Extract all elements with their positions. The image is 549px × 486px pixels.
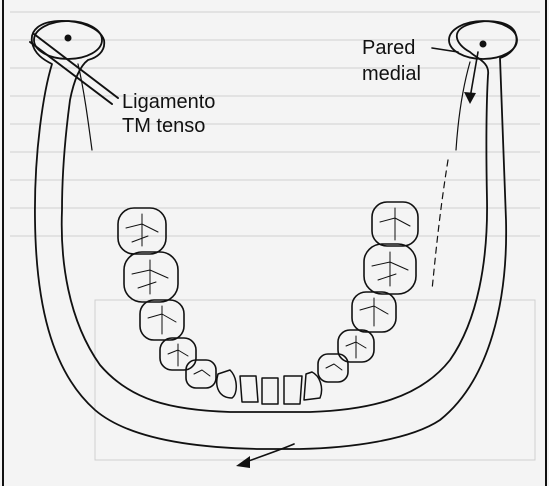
- right-tooth-row: [318, 202, 418, 382]
- ligament-label-line1: Ligamento: [122, 91, 215, 113]
- left-tooth-row: [118, 208, 216, 388]
- left-condyle-center-dot: [65, 35, 72, 42]
- right-condyle-center-dot: [480, 41, 487, 48]
- bleed-through-text: [10, 12, 540, 460]
- right-ramus-inner-line: [456, 62, 470, 150]
- medial-wall-label-line1: Pared: [362, 37, 415, 59]
- ligament-label-line2: TM tenso: [122, 115, 205, 137]
- anterior-teeth: [217, 370, 322, 404]
- curved-arrow-down-left-icon: [236, 444, 294, 468]
- medial-wall-label-line2: medial: [362, 63, 421, 85]
- mandible-outer-outline: [32, 21, 517, 449]
